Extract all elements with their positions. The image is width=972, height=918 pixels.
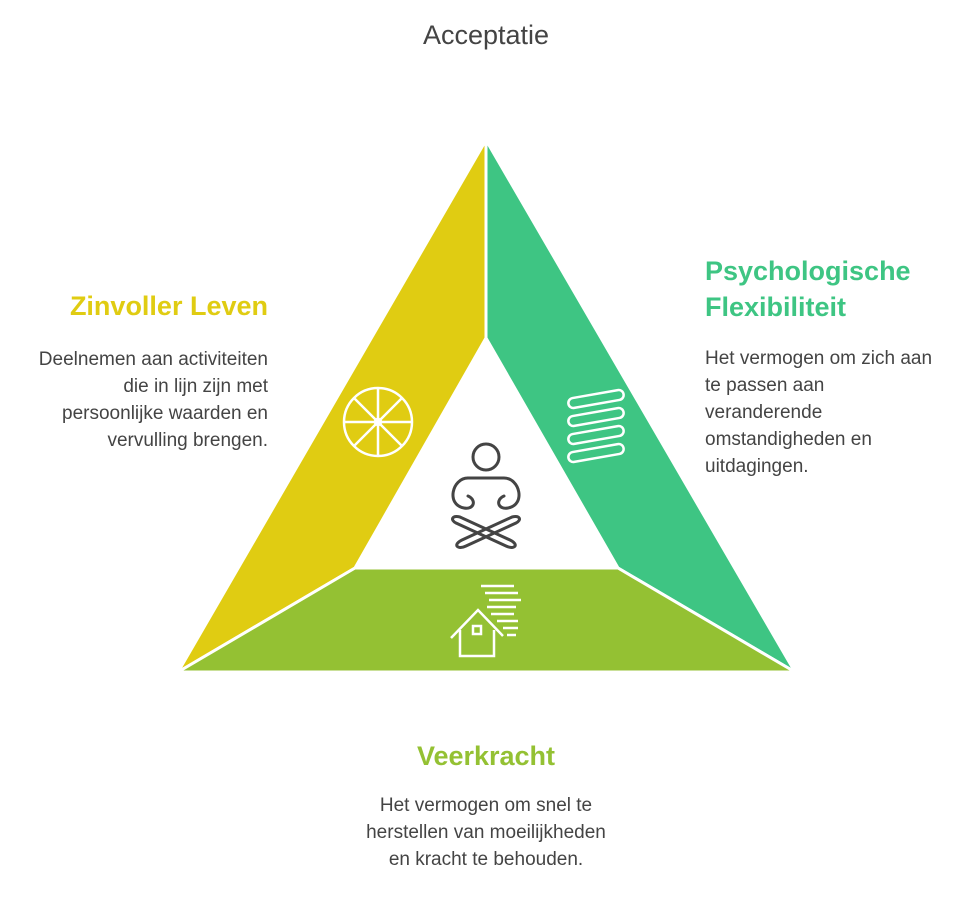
- wheel-icon: [342, 386, 414, 458]
- zinvoller-leven-description: Deelnemen aan activiteiten die in lijn z…: [38, 349, 268, 451]
- veerkracht-title: Veerkracht: [416, 741, 556, 771]
- house-storm-icon: [450, 584, 521, 658]
- psychologische-flexibiliteit-block: Psychologische Flexibiliteit Het vermoge…: [705, 253, 965, 480]
- psychologische-flexibiliteit-title: Psychologische Flexibiliteit: [705, 256, 911, 322]
- zinvoller-leven-block: Zinvoller Leven Deelnemen aan activiteit…: [20, 288, 268, 454]
- veerkracht-description: Het vermogen om snel te herstellen van m…: [366, 795, 606, 870]
- zinvoller-leven-title: Zinvoller Leven: [69, 291, 268, 321]
- psychologische-flexibiliteit-description: Het vermogen om zich aan te passen aan v…: [705, 348, 933, 477]
- veerkracht-block: Veerkracht Het vermogen om snel te herst…: [336, 738, 636, 873]
- top-label-acceptatie: Acceptatie: [422, 20, 550, 50]
- meditation-icon: [451, 442, 521, 549]
- spring-icon: [567, 388, 625, 464]
